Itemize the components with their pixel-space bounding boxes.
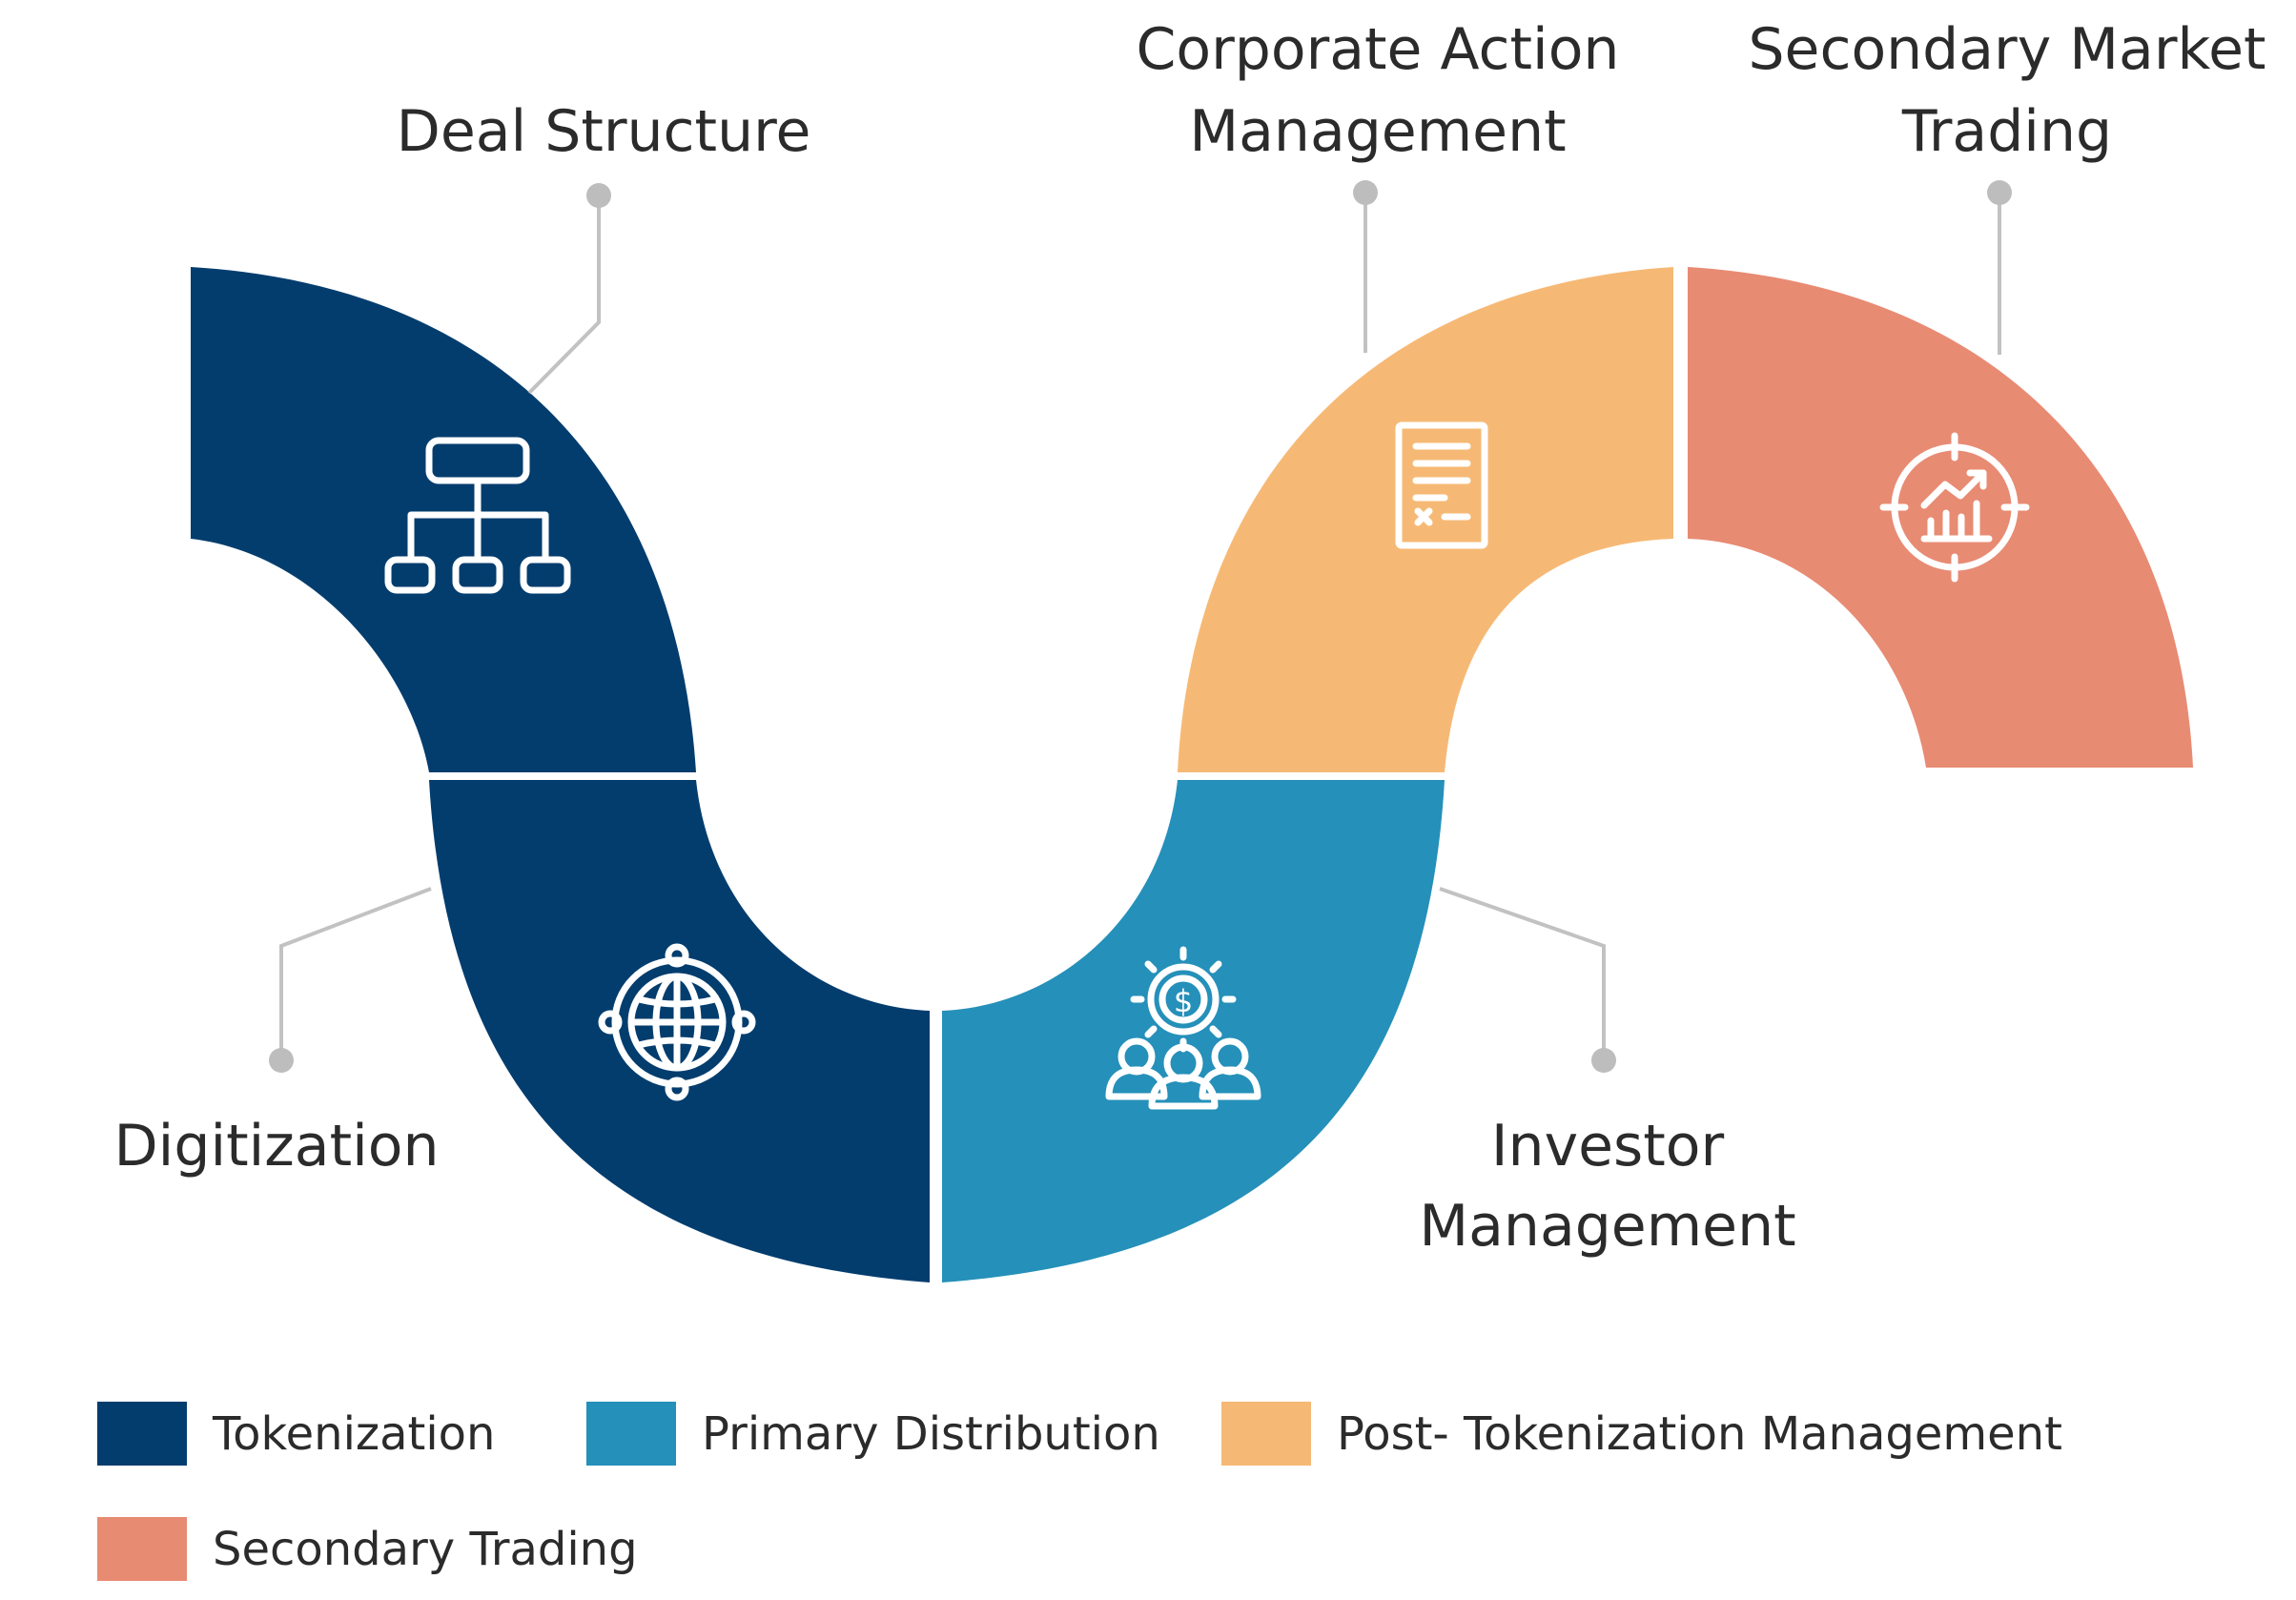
legend-swatch-tokenization — [97, 1402, 187, 1466]
investors-icon: $ — [1105, 946, 1261, 1110]
label-corporate-action-line1: Corporate Action — [1137, 16, 1620, 83]
legend-item-secondary-trading: Secondary Trading — [97, 1517, 638, 1581]
svg-text:$: $ — [1174, 983, 1193, 1019]
legend-label-secondary-trading: Secondary Trading — [213, 1523, 638, 1576]
legend-label-primary-distribution: Primary Distribution — [702, 1407, 1160, 1461]
legend-swatch-secondary-trading — [97, 1517, 187, 1581]
legend-item-primary-distribution: Primary Distribution — [586, 1402, 1160, 1466]
legend-item-tokenization: Tokenization — [97, 1402, 495, 1466]
legend-swatch-primary-distribution — [586, 1402, 676, 1466]
label-corporate-action-line2: Management — [1189, 98, 1566, 165]
label-secondary-market-line2: Trading — [1901, 98, 2112, 165]
growth-chart-icon — [1879, 432, 2030, 583]
label-digitization: Digitization — [113, 1113, 439, 1179]
segment-secondary-market-trading — [1688, 267, 2193, 768]
label-investor-management-line2: Management — [1419, 1193, 1795, 1260]
connector-deal-structure — [527, 183, 611, 395]
connector-digitization — [269, 887, 432, 1073]
globe-icon — [598, 943, 756, 1101]
segment-deal-structure — [191, 267, 696, 772]
legend-label-post-tokenization: Post- Tokenization Management — [1337, 1407, 2062, 1461]
label-investor-management-line1: Investor — [1491, 1113, 1725, 1179]
legend-label-tokenization: Tokenization — [212, 1407, 495, 1461]
connector-secondary-market-trading — [1987, 180, 2012, 355]
hierarchy-icon — [384, 437, 571, 594]
document-icon — [1395, 421, 1488, 549]
legend: Tokenization Primary Distribution Post- … — [97, 1402, 2062, 1581]
legend-swatch-post-tokenization — [1221, 1402, 1311, 1466]
connector-corporate-action-management — [1353, 180, 1378, 353]
legend-item-post-tokenization: Post- Tokenization Management — [1221, 1402, 2062, 1466]
label-deal-structure: Deal Structure — [397, 98, 811, 165]
connector-investor-management — [1439, 887, 1616, 1073]
label-secondary-market-line1: Secondary Market — [1748, 16, 2265, 83]
